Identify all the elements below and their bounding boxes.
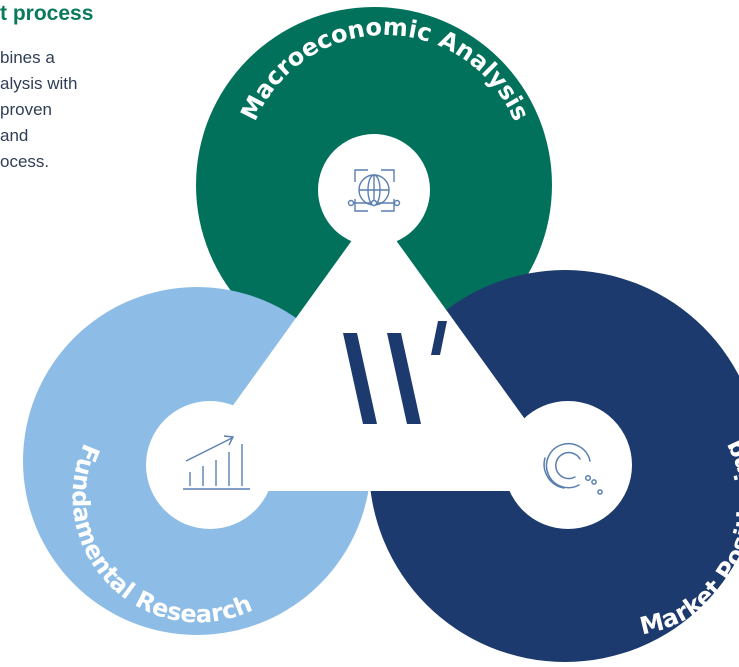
intro-line: ocess.	[0, 152, 50, 171]
intro-line: and	[0, 126, 29, 145]
concentric-target-icon	[543, 442, 603, 495]
intro-line: alysis with	[0, 74, 78, 93]
market-icon-disc	[504, 401, 632, 529]
growth-bar-chart-icon	[183, 435, 250, 490]
triangle-logo	[343, 321, 447, 424]
section-heading: t process	[0, 2, 94, 25]
center-triangle	[177, 214, 571, 491]
globe-network-icon	[347, 169, 401, 212]
intro-line: bines a	[0, 48, 55, 67]
intro-line: proven	[0, 100, 52, 119]
fundamental-icon-disc	[146, 401, 274, 529]
intro-paragraph: bines a alysis with proven and ocess.	[0, 45, 190, 175]
